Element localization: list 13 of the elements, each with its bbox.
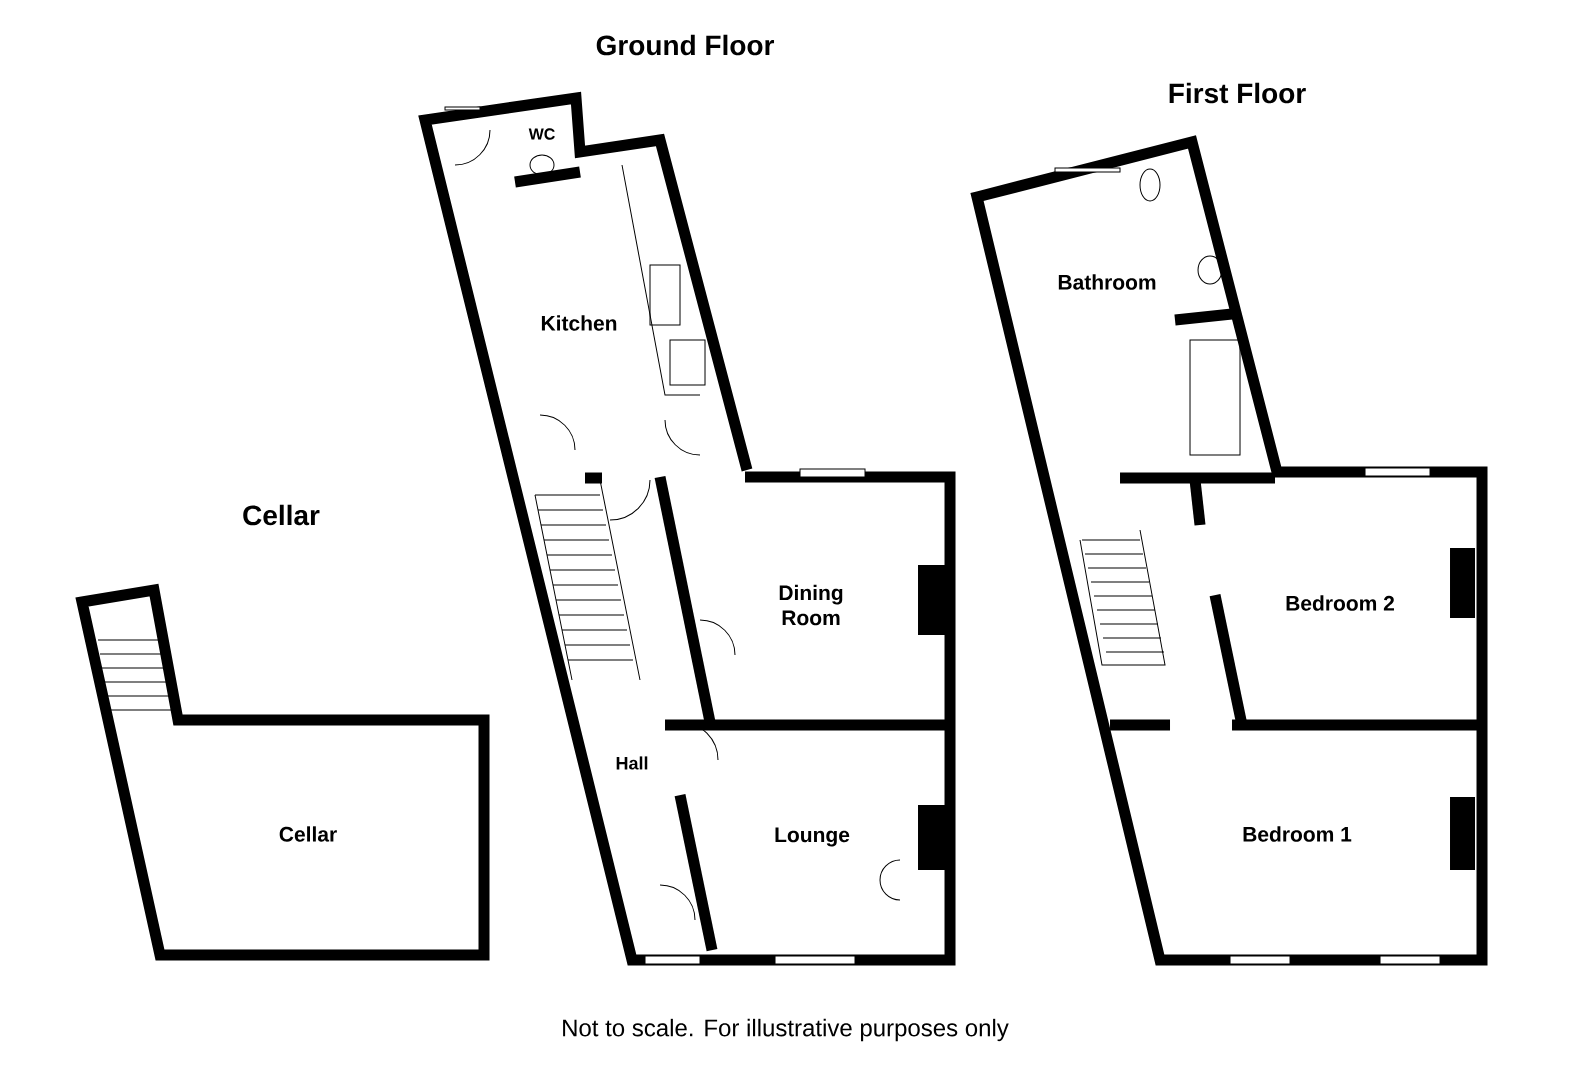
room-label: Bedroom 2	[1286, 595, 1394, 611]
room-label: Dining Room	[779, 584, 843, 626]
floor-heading: Ground Floor	[596, 34, 775, 56]
room-label: Bedroom 1	[1243, 826, 1352, 842]
room-label: WC	[528, 128, 555, 140]
room-label: Bathroom	[1058, 274, 1156, 290]
caption: Not to scale. For illustrative purposes only	[563, 1018, 1009, 1042]
room-label: Cellar	[279, 826, 337, 842]
floor-heading: Cellar	[243, 504, 320, 526]
room-label: Lounge	[775, 827, 850, 847]
room-label: Kitchen	[541, 315, 617, 331]
floor-heading: First Floor	[1169, 82, 1306, 104]
room-label: Hall	[616, 756, 648, 770]
